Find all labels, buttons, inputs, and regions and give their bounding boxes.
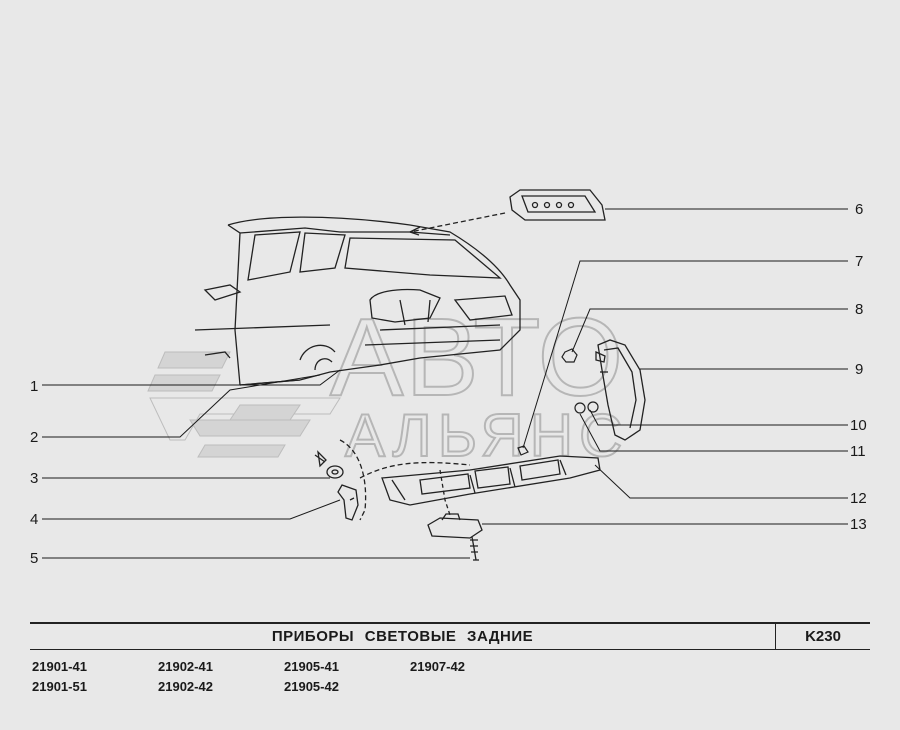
section-code: K230 [805, 628, 841, 645]
watermark-logo-icon [147, 351, 341, 458]
model-code: 21902-42 [158, 679, 213, 694]
watermark-line1: АВТО [330, 296, 625, 419]
model-code: 21907-42 [410, 659, 465, 674]
license-plate-lamp-icon [427, 513, 483, 561]
rear-lamp-icon [595, 339, 646, 441]
model-code: 21905-42 [284, 679, 339, 694]
leader-lines [42, 208, 848, 559]
callout-1: 1 [30, 378, 38, 395]
model-code: 21902-41 [158, 659, 213, 674]
callout-3: 3 [30, 470, 38, 487]
callout-8: 8 [855, 301, 863, 318]
title-block: ПРИБОРЫ СВЕТОВЫЕ ЗАДНИЕ K230 [30, 622, 870, 650]
model-list: 21901-41 21902-41 21905-41 21907-42 2190… [32, 659, 536, 695]
callout-11: 11 [850, 443, 866, 460]
callout-4: 4 [30, 511, 38, 528]
callout-6: 6 [855, 201, 863, 218]
callout-10: 10 [850, 417, 867, 434]
parts-diagram: АВТО АЛЬЯНС [30, 189, 867, 567]
callout-12: 12 [850, 490, 867, 507]
model-code: 21901-51 [32, 679, 87, 694]
fastener-icon [517, 348, 599, 456]
callout-13: 13 [850, 516, 867, 533]
callout-5: 5 [30, 550, 38, 567]
callout-labels: 1 2 3 4 5 6 7 8 9 10 11 12 13 [30, 201, 867, 567]
high-mount-stop-lamp-icon [409, 189, 606, 236]
car-outline-icon [194, 216, 521, 386]
page-title: ПРИБОРЫ СВЕТОВЫЕ ЗАДНИЕ [271, 628, 534, 645]
callout-9: 9 [855, 361, 863, 378]
title-divider [775, 624, 776, 649]
model-code: 21905-41 [284, 659, 339, 674]
callout-2: 2 [30, 429, 38, 446]
model-code [410, 679, 536, 695]
watermark: АВТО АЛЬЯНС [147, 295, 628, 470]
callout-7: 7 [855, 253, 863, 270]
watermark-line2: АЛЬЯНС [345, 402, 628, 469]
model-code: 21901-41 [32, 659, 87, 674]
side-marker-parts-icon [314, 439, 367, 521]
bumper-lamp-bracket-icon [359, 455, 601, 516]
